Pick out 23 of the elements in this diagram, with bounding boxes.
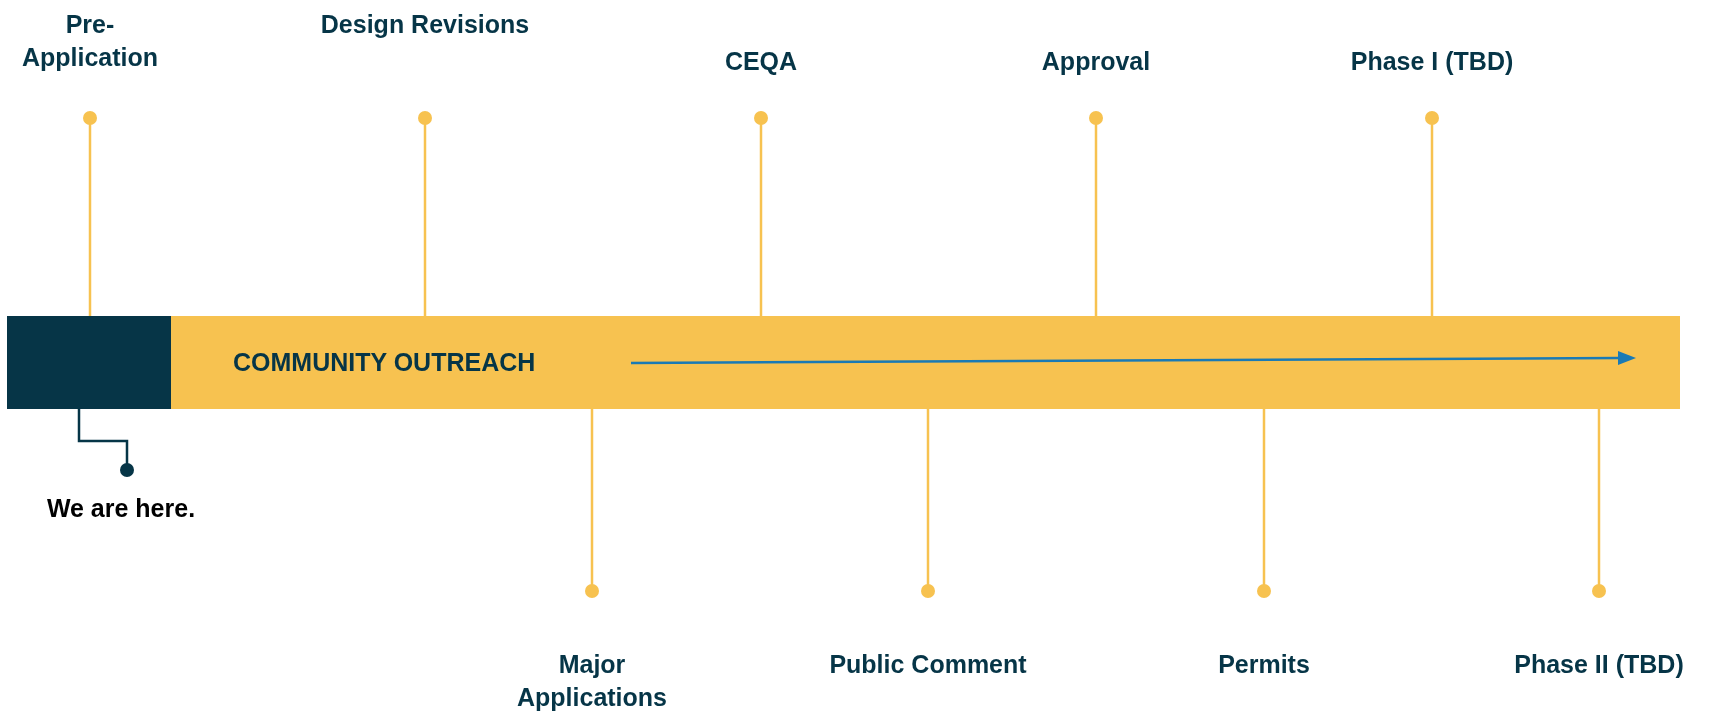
milestone-label: Approval — [986, 45, 1206, 78]
leader-line — [77, 409, 134, 477]
leader-line — [921, 409, 935, 598]
milestone-label: Pre- Application — [5, 8, 175, 73]
milestone-label: Major Applications — [497, 648, 687, 713]
milestone-label: Permits — [1154, 648, 1374, 681]
leader-line — [83, 111, 97, 316]
status-label: We are here. — [21, 492, 221, 525]
leader-line — [1257, 409, 1271, 598]
milestone-label: Phase I (TBD) — [1312, 45, 1552, 78]
leader-line — [418, 111, 432, 316]
leader-line — [1089, 111, 1103, 316]
timeline-block — [7, 316, 171, 409]
leader-line — [754, 111, 768, 316]
milestone-label: Design Revisions — [295, 8, 555, 41]
milestone-label: Public Comment — [798, 648, 1058, 681]
timeline-bar — [171, 316, 1680, 409]
leader-line — [1592, 409, 1606, 598]
milestone-label: Phase II (TBD) — [1484, 648, 1714, 681]
milestone-label: CEQA — [661, 45, 861, 78]
phase-label: COMMUNITY OUTREACH — [233, 348, 536, 377]
leader-line — [1425, 111, 1439, 316]
leader-line — [585, 409, 599, 598]
